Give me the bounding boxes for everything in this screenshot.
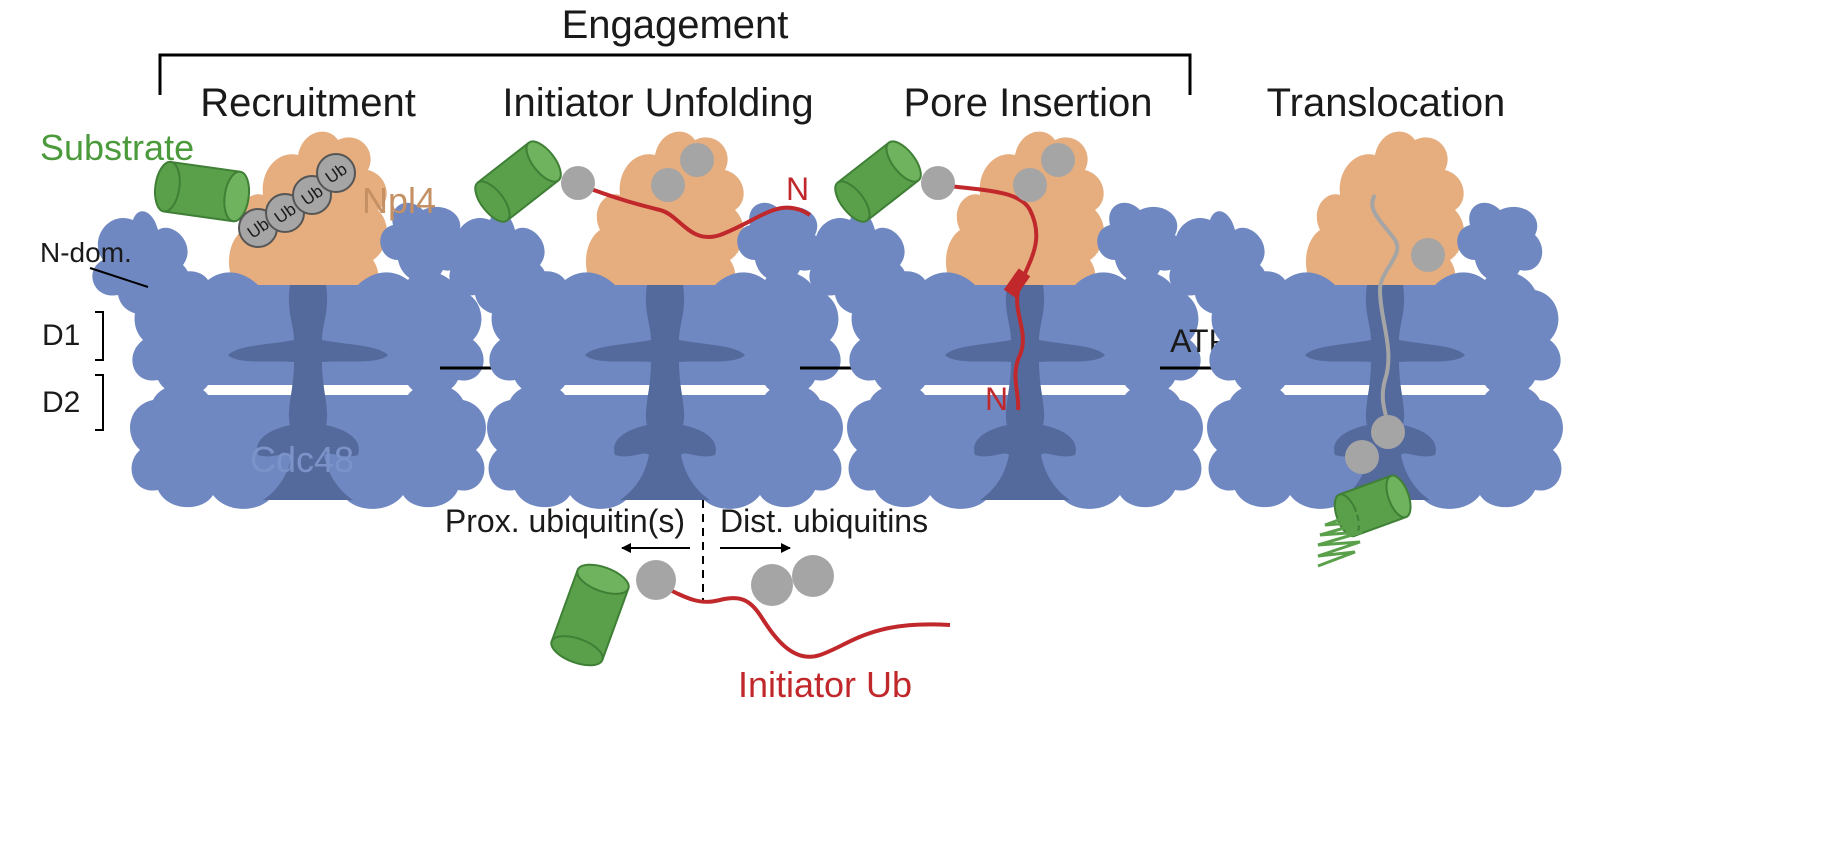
complex-translocation: [1169, 131, 1563, 568]
ubiquitin: [1013, 168, 1047, 202]
engagement-title: Engagement: [562, 3, 789, 47]
stage-title-recruitment: Recruitment: [200, 81, 416, 125]
ubiquitin: [636, 560, 676, 600]
ubiquitin-chain: Ub Ub Ub Ub: [238, 153, 356, 248]
ubiquitin: [651, 168, 685, 202]
substrate-cylinder: [153, 160, 251, 223]
initiator-ub-label: Initiator Ub: [738, 664, 912, 705]
d1-bracket: [95, 311, 104, 361]
initiator-polypeptide: [659, 583, 951, 659]
d2-bracket: [95, 374, 104, 431]
ubiquitin: [1345, 440, 1379, 474]
stage-title-pore-insertion: Pore Insertion: [903, 81, 1152, 125]
ubiquitin: [921, 166, 955, 200]
helix-segment: [1003, 268, 1031, 298]
cdc48-label: Cdc48: [250, 439, 354, 480]
substrate-cylinder: [550, 563, 630, 667]
ubiquitin: [1041, 143, 1075, 177]
translocating-polypeptide: [1370, 193, 1400, 431]
substrate-cylinder: [1333, 474, 1412, 538]
ubiquitin: [561, 166, 595, 200]
proximal-ubiquitin-label: Prox. ubiquitin(s): [445, 503, 685, 539]
initiator-polypeptide: [579, 183, 812, 239]
stage-title-translocation: Translocation: [1267, 81, 1506, 125]
ubiquitin: [792, 555, 834, 597]
engagement-bracket: [158, 53, 1192, 95]
stage-title-initiator-unfolding: Initiator Unfolding: [502, 81, 813, 125]
ubiquitin-inset: Prox. ubiquitin(s) Dist. ubiquitins Init…: [445, 500, 951, 705]
distal-ubiquitin-label: Dist. ubiquitins: [720, 503, 928, 539]
d2-label: D2: [42, 386, 80, 419]
substrate-label: Substrate: [40, 127, 194, 168]
n-terminus-label: N: [985, 381, 1008, 417]
n-terminus-label: N: [786, 171, 809, 207]
ubiquitin: [680, 143, 714, 177]
complex-initiator-unfolding: N: [449, 131, 843, 509]
npl4-label: Npl4: [362, 180, 436, 221]
ubiquitin: [1371, 415, 1405, 449]
ubiquitin: [1411, 238, 1445, 272]
ubiquitin: [751, 564, 793, 606]
unfolded-substrate-coil: [1317, 510, 1366, 568]
n-domain-label: N-dom.: [40, 237, 132, 268]
complex-pore-insertion: N: [809, 131, 1203, 509]
d1-label: D1: [42, 319, 80, 352]
substrate-cylinder: [474, 140, 562, 223]
complex-recruitment: Ub Ub Ub Ub: [92, 131, 486, 509]
n-domain-pointer: [89, 267, 149, 288]
substrate-cylinder: [834, 140, 922, 223]
